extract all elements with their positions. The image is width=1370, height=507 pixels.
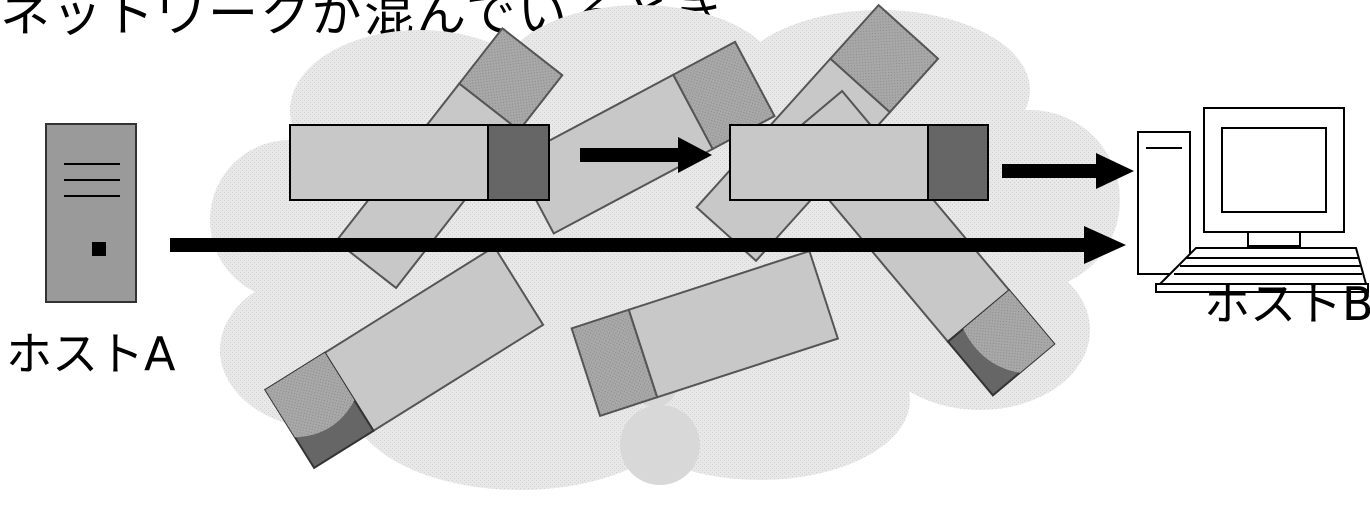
- arrow-icon: [580, 137, 712, 173]
- arrow-icon: [1002, 153, 1134, 189]
- arrow-icon: [170, 226, 1126, 264]
- host-a-label: ホストA: [6, 327, 176, 381]
- server-icon: [45, 123, 137, 303]
- packet: [289, 124, 550, 201]
- desktop-computer-icon: [1137, 107, 1369, 293]
- background-packet: [570, 249, 840, 418]
- packet: [729, 124, 989, 201]
- host-b-label: ホストB: [1204, 277, 1370, 331]
- background-packet: [263, 245, 545, 470]
